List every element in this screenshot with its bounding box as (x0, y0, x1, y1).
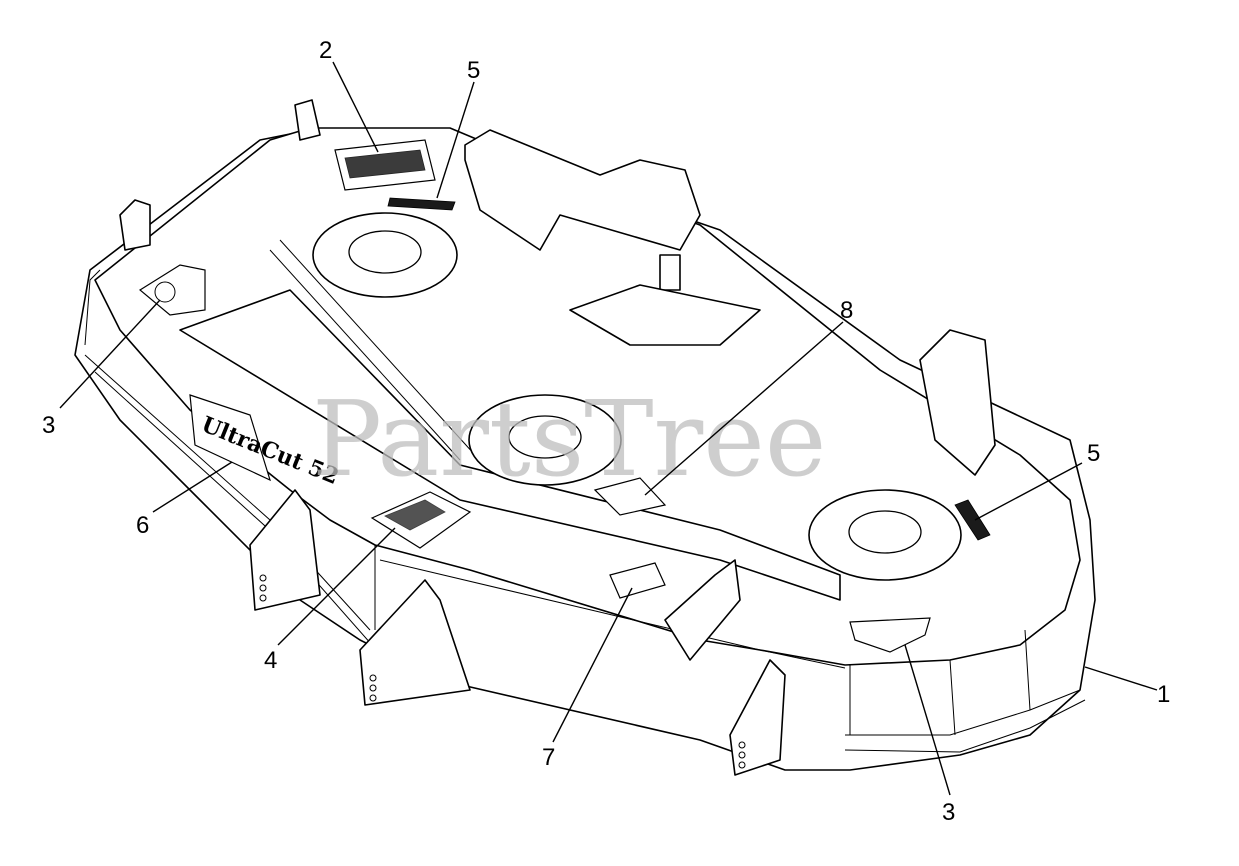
front-bracket-center (359, 579, 471, 706)
decal-5-top (387, 197, 456, 211)
decal-3-left (138, 264, 206, 316)
callout-2: 2 (319, 37, 332, 64)
decal-8 (593, 477, 667, 516)
hitch-brackets (119, 99, 996, 476)
spindle-plates (312, 212, 962, 581)
rear-lug (294, 99, 321, 141)
callout-5-right: 5 (1087, 440, 1100, 467)
rear-hitch-bracket (464, 129, 701, 251)
hitch-post (659, 254, 681, 291)
leader-lines (59, 61, 1158, 796)
rear-left-lug (119, 199, 151, 251)
decal-6 (189, 394, 271, 482)
deck-front-rim (374, 545, 1031, 736)
right-lift-bracket (919, 329, 996, 476)
front-bracket-mid (664, 559, 741, 661)
front-bracket-right (729, 659, 786, 776)
parts-tree-watermark: PartsTree (312, 378, 826, 500)
deck-rim-band (844, 689, 1086, 753)
decal-3-front (849, 617, 931, 653)
callout-3-front: 3 (942, 799, 955, 826)
front-bracket-left (249, 489, 321, 611)
spindle-right (808, 489, 962, 581)
channel-ridge (269, 239, 476, 461)
baffle-plate (569, 284, 761, 346)
callout-8: 8 (840, 297, 853, 324)
spindle-center (468, 394, 622, 486)
front-brackets (249, 489, 786, 776)
decal-5-right (954, 499, 991, 541)
deck-center-channel (179, 289, 841, 601)
callout-6: 6 (136, 512, 149, 539)
callout-3-left: 3 (42, 412, 55, 439)
callout-1: 1 (1157, 681, 1170, 708)
callout-5-top: 5 (467, 57, 480, 84)
callout-4: 4 (264, 647, 277, 674)
callout-labels: 2 5 3 6 4 7 8 5 1 3 (42, 37, 1170, 826)
decal-7 (609, 562, 666, 599)
callout-7: 7 (542, 744, 555, 771)
spindle-left (312, 212, 458, 298)
